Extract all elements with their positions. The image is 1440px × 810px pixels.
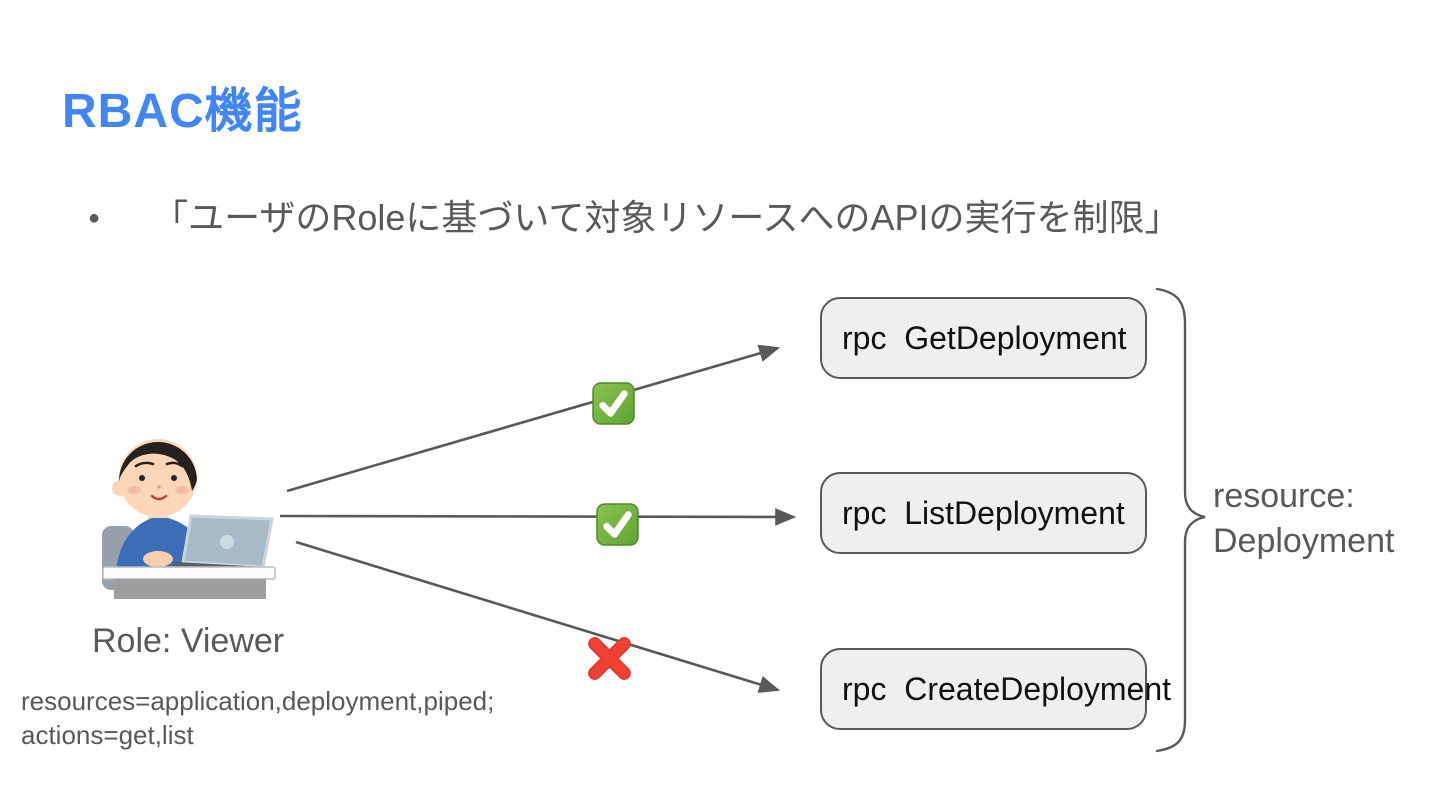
role-label: Role: Viewer — [92, 622, 285, 660]
slide-title: RBAC機能 — [62, 85, 303, 138]
policy-actions-line: actions=get,list — [21, 720, 194, 750]
bullet-marker: ● — [88, 207, 101, 229]
arrow-to-getdeployment — [286, 344, 781, 493]
bullet-text: 「ユーザのRoleに基づいて対象リソースへのAPIの実行を制限」 — [152, 197, 1181, 238]
green-check-icon — [592, 382, 635, 425]
rpc-box-label: rpc ListDeployment — [842, 494, 1125, 531]
green-check-icon — [596, 503, 639, 546]
desk-front — [114, 579, 266, 599]
arrow-to-createdeployment — [295, 540, 781, 693]
rpc-box-label: rpc CreateDeployment — [842, 670, 1172, 707]
role-policy-text: resources=application,deployment,piped; … — [21, 684, 494, 752]
rpc-box-createdeployment: rpc CreateDeployment — [820, 648, 1171, 730]
arrow-to-listdeployment — [279, 508, 797, 526]
resource-label-line2: Deployment — [1213, 522, 1395, 560]
bullet-item: ● 「ユーザのRoleに基づいて対象リソースへのAPIの実行を制限」 — [88, 194, 1181, 242]
rpc-box-getdeployment: rpc GetDeployment — [820, 297, 1147, 379]
desk-top — [102, 566, 276, 580]
resource-label-line1: resource: — [1213, 477, 1355, 515]
policy-resources-line: resources=application,deployment,piped; — [21, 686, 495, 716]
hair — [118, 441, 197, 491]
hand — [143, 551, 173, 567]
rpc-box-label: rpc GetDeployment — [842, 319, 1127, 356]
red-cross-icon — [588, 637, 631, 680]
rpc-box-listdeployment: rpc ListDeployment — [820, 472, 1147, 554]
person-at-laptop-illustration — [102, 439, 276, 599]
resource-label: resource: Deployment — [1213, 474, 1394, 564]
